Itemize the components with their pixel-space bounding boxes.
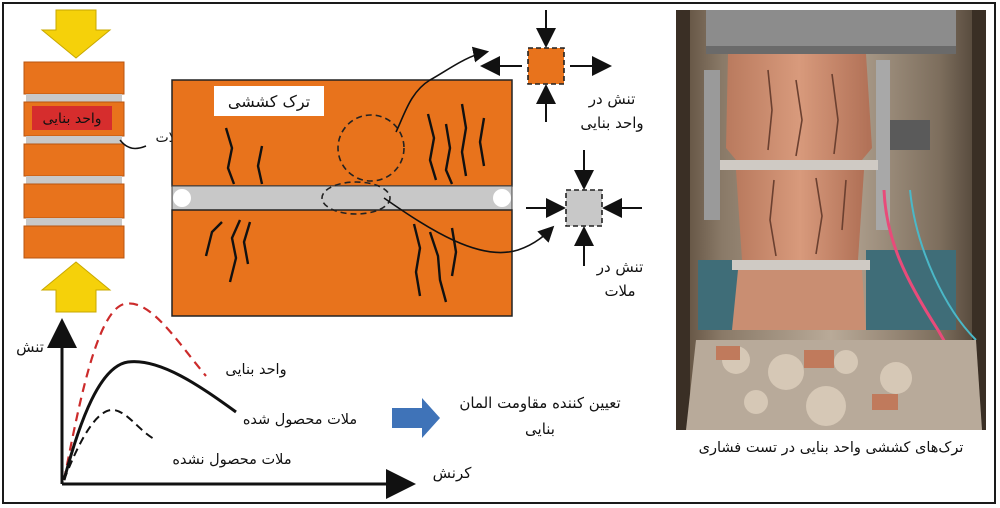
tensile-crack-label: ترک کششی xyxy=(228,92,310,112)
masonry-zoom-circle xyxy=(337,114,405,182)
x-axis-label: کرنش xyxy=(433,464,473,482)
masonry-stress-element xyxy=(527,47,565,85)
mortar-joint-3 xyxy=(26,176,122,184)
load-arrow-down-icon xyxy=(40,9,112,59)
confined-mortar-curve xyxy=(62,360,237,481)
mortar-zoom-ellipse xyxy=(321,181,391,215)
mortar-stress-element xyxy=(565,189,603,227)
curve-unconfined-label: ملات محصول نشده xyxy=(172,452,291,468)
stress-strain-graph: تنش کرنش واحد بنایی ملات محصول شده ملات … xyxy=(16,302,621,499)
prism-stack: واحد بنایی ملات xyxy=(23,9,185,313)
mortar-joint-2 xyxy=(26,136,122,144)
stress-masonry-label-2: واحد بنایی xyxy=(580,114,643,132)
photo-caption: ترک‌های کششی واحد بنایی در تست فشاری xyxy=(698,440,964,456)
brick-1 xyxy=(23,61,125,95)
lower-brick xyxy=(171,209,513,317)
unconfined-mortar-curve xyxy=(63,408,157,481)
load-arrow-up-icon xyxy=(40,261,112,313)
brick-5 xyxy=(23,225,125,259)
mortar-joint-1 xyxy=(26,94,122,102)
stress-arrows-icon: تنش در واحد بنایی تنش در ملات xyxy=(480,10,644,300)
brick-4 xyxy=(23,183,125,219)
stress-masonry-label-1: تنش در xyxy=(588,90,636,108)
stress-mortar-label-1: تنش در xyxy=(596,258,644,276)
stress-mortar-label-2: ملات xyxy=(604,282,635,300)
brick-detail: ترک کششی xyxy=(171,46,555,317)
mortar-bed xyxy=(171,185,513,211)
masonry-unit-curve xyxy=(62,302,207,481)
masonry-unit-label: واحد بنایی xyxy=(42,111,101,127)
mortar-joint-4 xyxy=(26,218,122,226)
curve-masonry-label: واحد بنایی xyxy=(225,362,286,378)
y-axis-label: تنش xyxy=(16,338,44,356)
result-label-2: بنایی xyxy=(525,420,555,438)
cracks-upper xyxy=(224,103,486,185)
brick-3 xyxy=(23,143,125,177)
cracks-lower xyxy=(204,219,458,303)
masonry-unit-label-box xyxy=(32,106,112,130)
curve-confined-label: ملات محصول شده xyxy=(243,412,357,428)
compression-test-photo xyxy=(676,10,986,430)
result-arrow-icon xyxy=(392,398,440,438)
result-label-1: تعیین کننده مقاومت المان xyxy=(459,394,620,412)
